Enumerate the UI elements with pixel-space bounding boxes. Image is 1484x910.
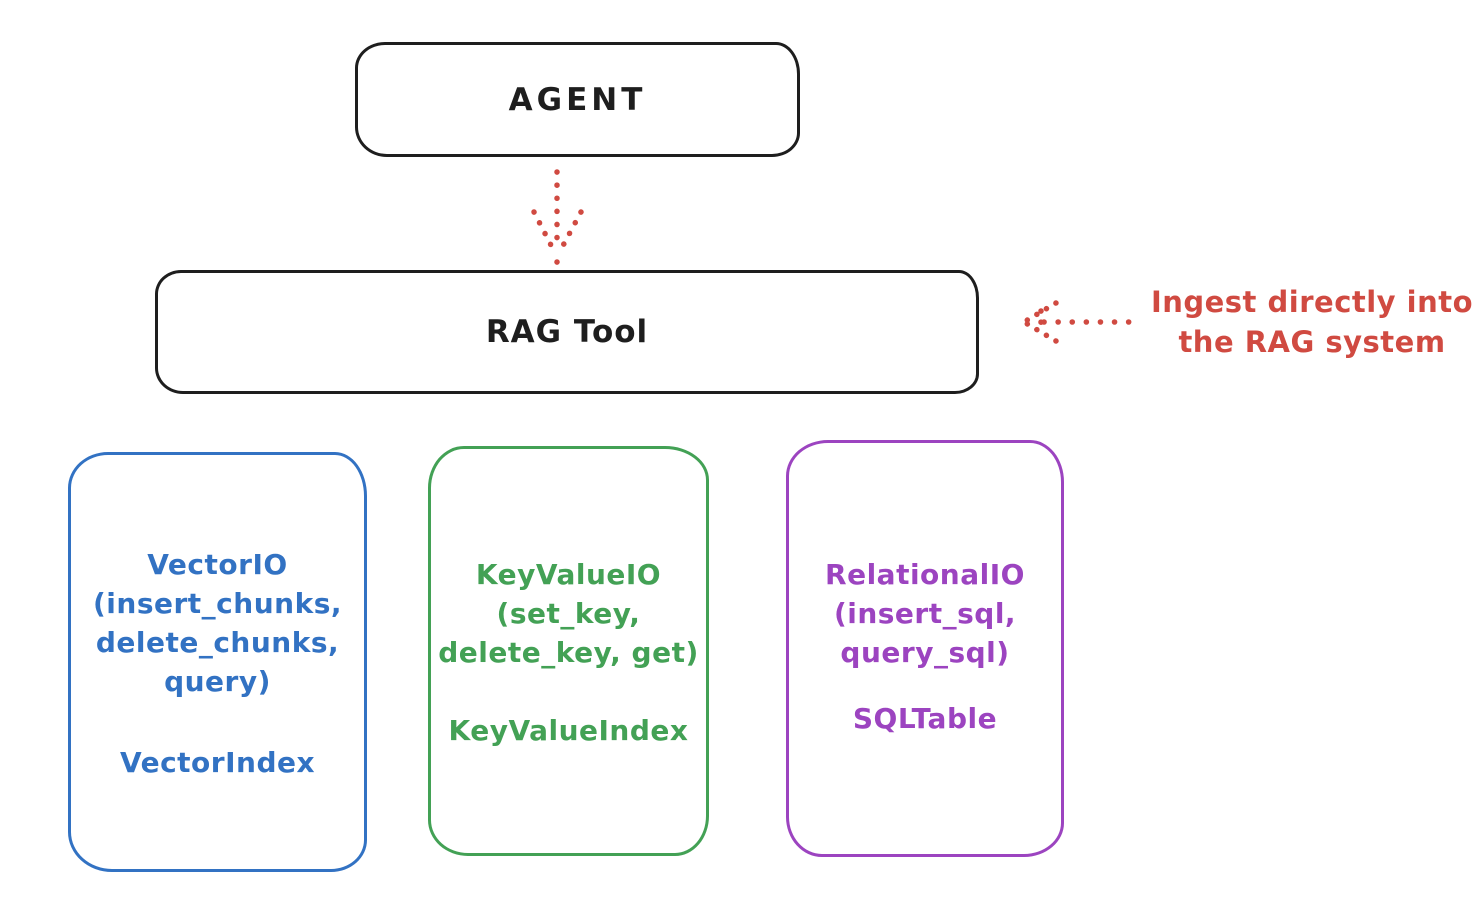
vector-io-methods-line2: delete_chunks,: [95, 626, 340, 659]
vector-index-label: VectorIndex: [119, 746, 316, 779]
relational-io-title: RelationalIO: [825, 558, 1025, 591]
agent-node: AGENT: [355, 42, 800, 157]
vector-io-card: VectorIO (insert_chunks, delete_chunks, …: [68, 452, 367, 872]
keyvalue-index-label: KeyValueIndex: [448, 714, 689, 747]
rag-tool-node: RAG Tool: [155, 270, 979, 394]
ingest-annotation-line1: Ingest directly into: [1150, 285, 1474, 319]
ingest-into-ragtool-arrow: [1021, 300, 1137, 344]
keyvalue-io-methods-line1: (set_key,: [496, 597, 641, 630]
rag-tool-node-label: RAG Tool: [485, 314, 649, 350]
agent-to-ragtool-arrow: [531, 169, 584, 265]
vector-io-title: VectorIO: [147, 548, 288, 581]
keyvalue-io-card: KeyValueIO (set_key, delete_key, get) Ke…: [428, 446, 709, 856]
keyvalue-io-title: KeyValueIO: [475, 558, 662, 591]
keyvalue-io-methods-line2: delete_key, get): [438, 636, 699, 669]
ingest-annotation-line2: the RAG system: [1178, 325, 1446, 359]
ingest-annotation: Ingest directly into the RAG system: [1140, 282, 1484, 362]
relational-io-methods-line2: query_sql): [840, 636, 1010, 669]
sql-table-label: SQLTable: [852, 702, 998, 735]
vector-io-methods-line3: query): [164, 665, 271, 698]
agent-node-label: AGENT: [508, 81, 647, 118]
relational-io-card: RelationalIO (insert_sql, query_sql) SQL…: [786, 440, 1064, 857]
vector-io-methods-line1: (insert_chunks,: [93, 587, 342, 620]
relational-io-methods-line1: (insert_sql,: [833, 597, 1017, 630]
